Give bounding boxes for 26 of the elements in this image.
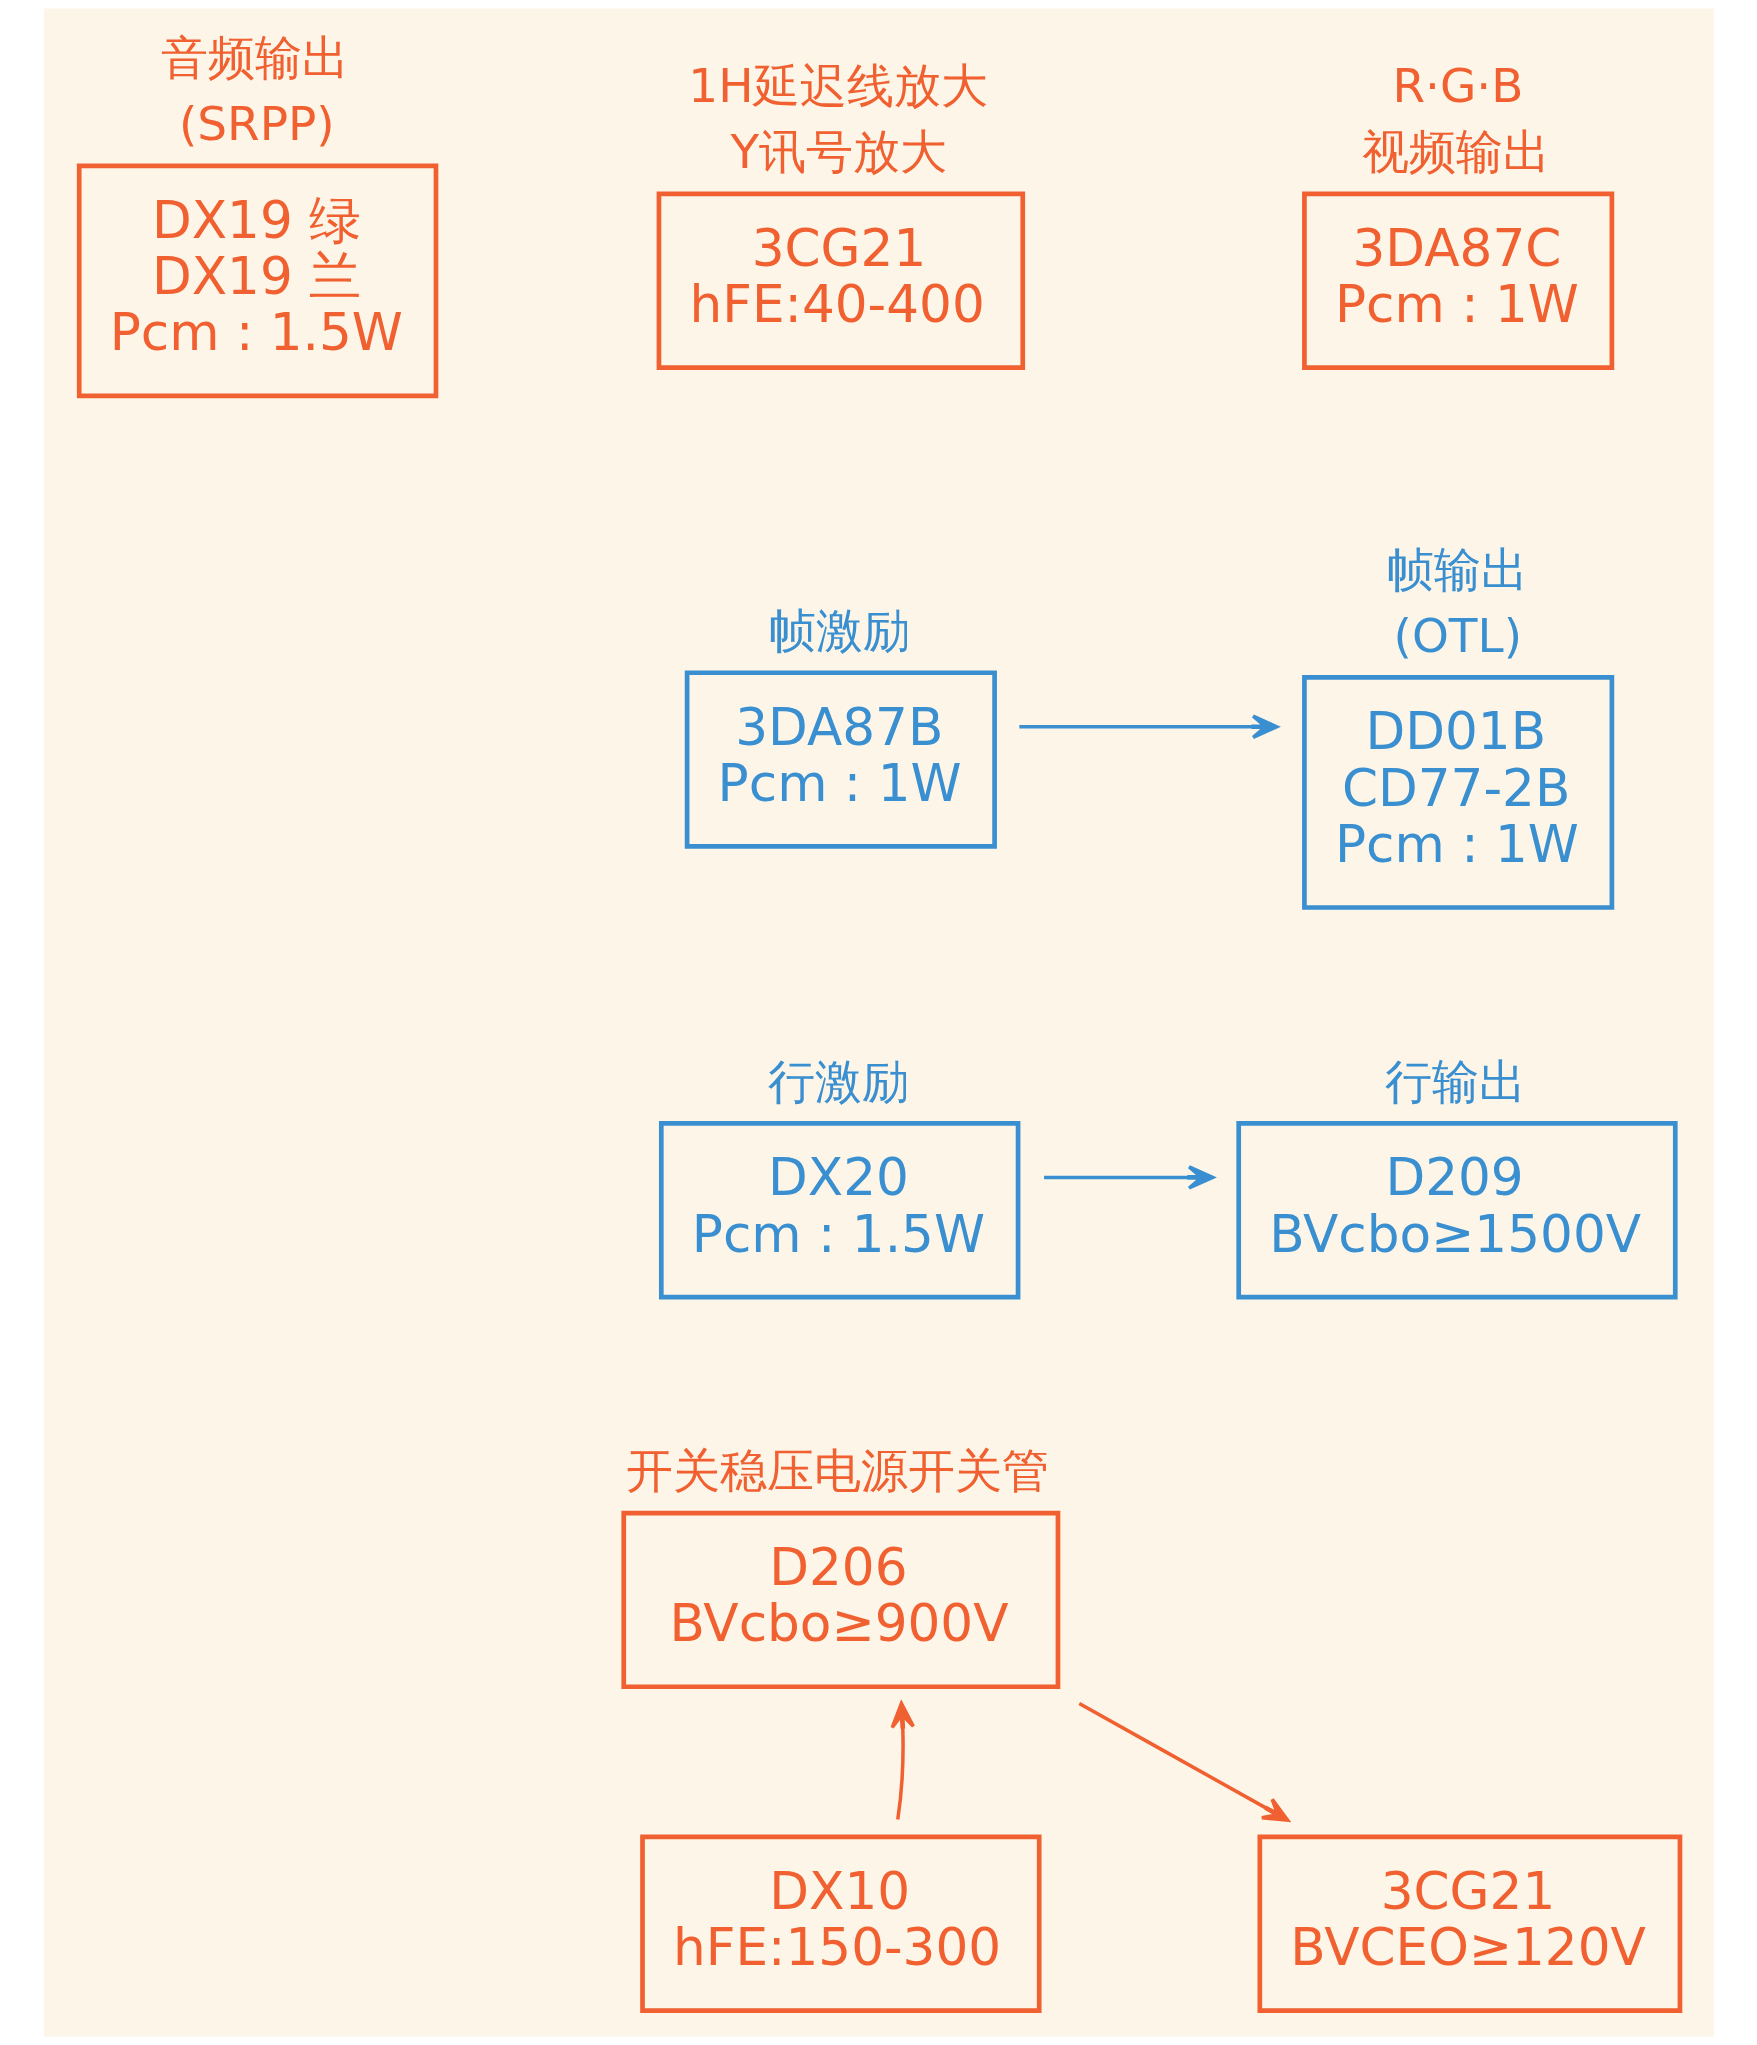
node-label: 帧激励: [768, 602, 910, 658]
node-box: 3CG21 hFE:40-400: [656, 191, 1025, 370]
node-label: 1H延迟线放大: [687, 58, 988, 114]
node-label: 音频输出: [160, 30, 349, 86]
arrow: [1077, 1701, 1289, 1822]
node-label: (SRPP): [178, 95, 335, 151]
node-label: 行输出: [1384, 1053, 1526, 1109]
node-box: D206 BVcbo≥900V: [620, 1510, 1060, 1690]
node-box: DD01B CD77-2B Pcm : 1W: [1301, 675, 1614, 910]
node-label: 视频输出: [1361, 124, 1550, 180]
node-label: 帧输出: [1386, 541, 1528, 597]
node-label: 开关稳压电源开关管: [625, 1443, 1049, 1499]
node-box: 3DA87B Pcm : 1W: [684, 670, 997, 849]
node-label: 行激励: [767, 1053, 909, 1109]
arrow: [1018, 714, 1278, 740]
node-box: DX10 hFE:150-300: [639, 1834, 1042, 2013]
arrow: [1043, 1165, 1214, 1190]
arrow: [889, 1701, 915, 1820]
node-label: R·G·B: [1391, 58, 1523, 114]
node-box: 3CG21 BVCEO≥120V: [1257, 1834, 1682, 2013]
node-box: DX20 Pcm : 1.5W: [658, 1121, 1020, 1300]
node-box: D209 BVcbo≥1500V: [1235, 1121, 1678, 1300]
node-box: 3DA87C Pcm : 1W: [1301, 191, 1614, 370]
node-label: (OTL): [1393, 607, 1522, 663]
node-label: Y讯号放大: [730, 124, 947, 180]
node-box: DX19 绿 DX19 兰 Pcm : 1.5W: [76, 163, 438, 399]
